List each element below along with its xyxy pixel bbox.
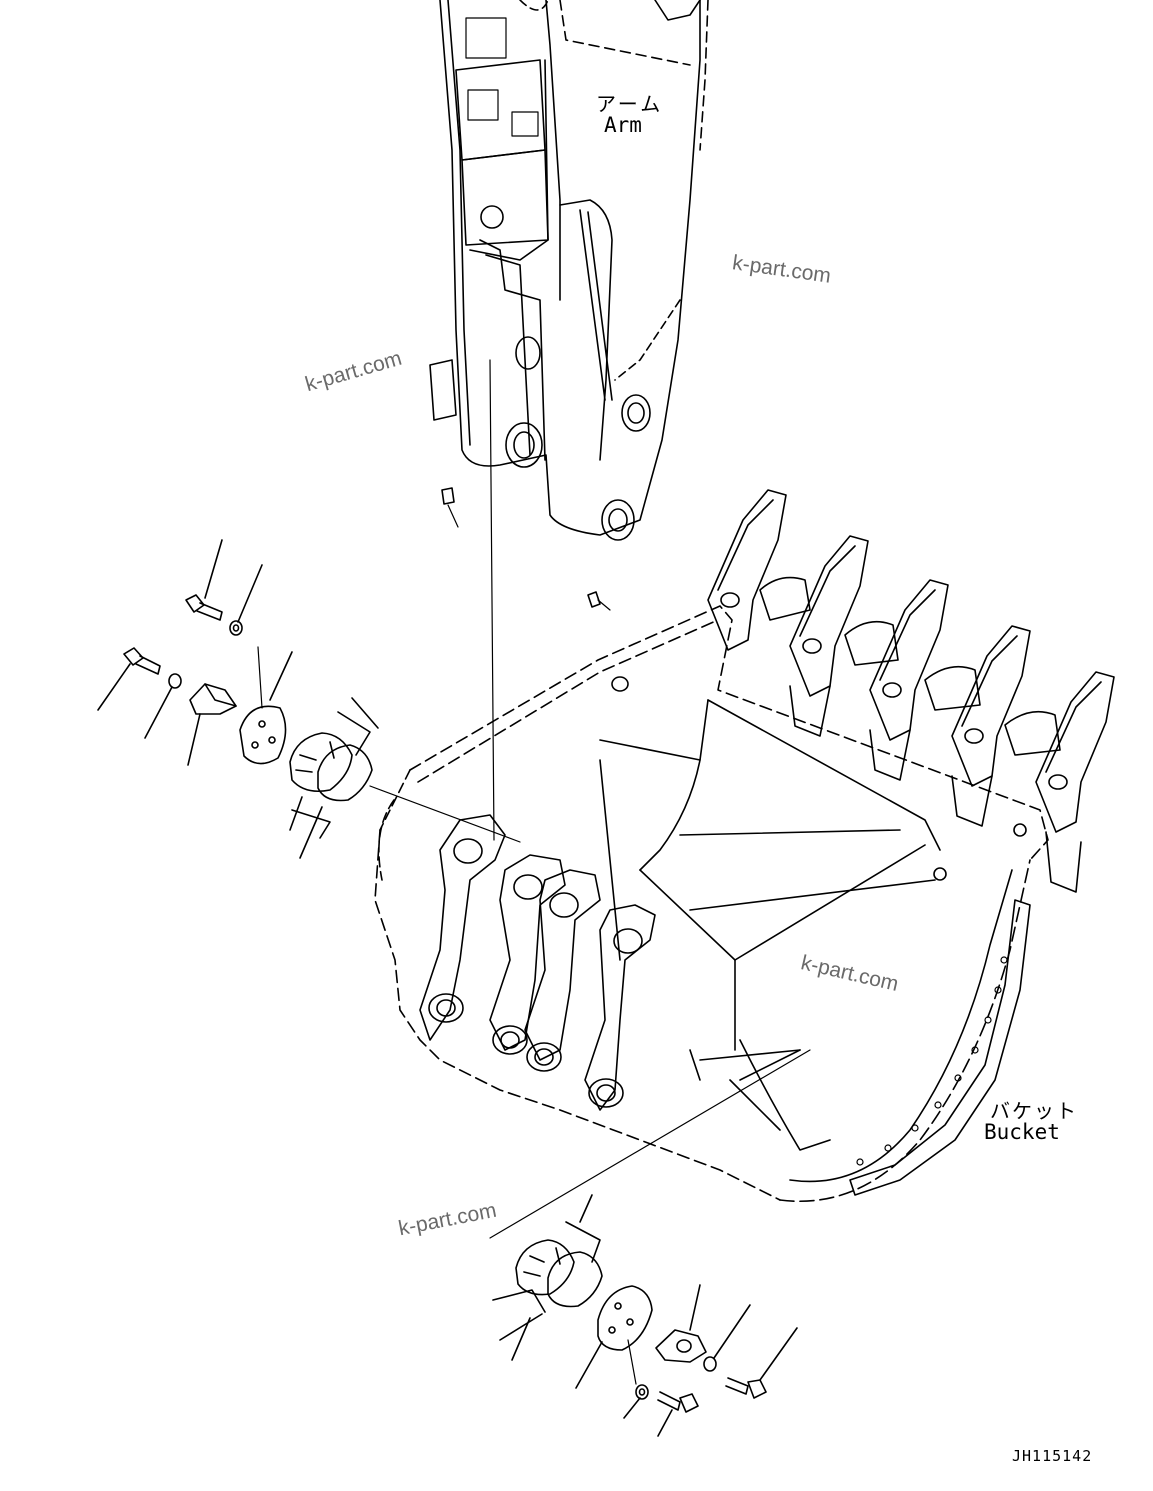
bucket-label: Bucket <box>984 1120 1060 1144</box>
bucket-drawing <box>374 605 1049 1202</box>
bucket-label-japanese: バケット <box>990 1099 1078 1123</box>
arm-label: Arm <box>604 113 642 137</box>
bucket-teeth <box>707 489 1115 893</box>
arm-label-japanese: アーム <box>596 92 664 116</box>
arm-drawing <box>429 0 709 611</box>
upper-side-cutter-parts <box>97 539 521 859</box>
drawing-code: JH115142 <box>1012 1447 1093 1465</box>
lower-side-cutter-parts <box>489 1049 811 1437</box>
